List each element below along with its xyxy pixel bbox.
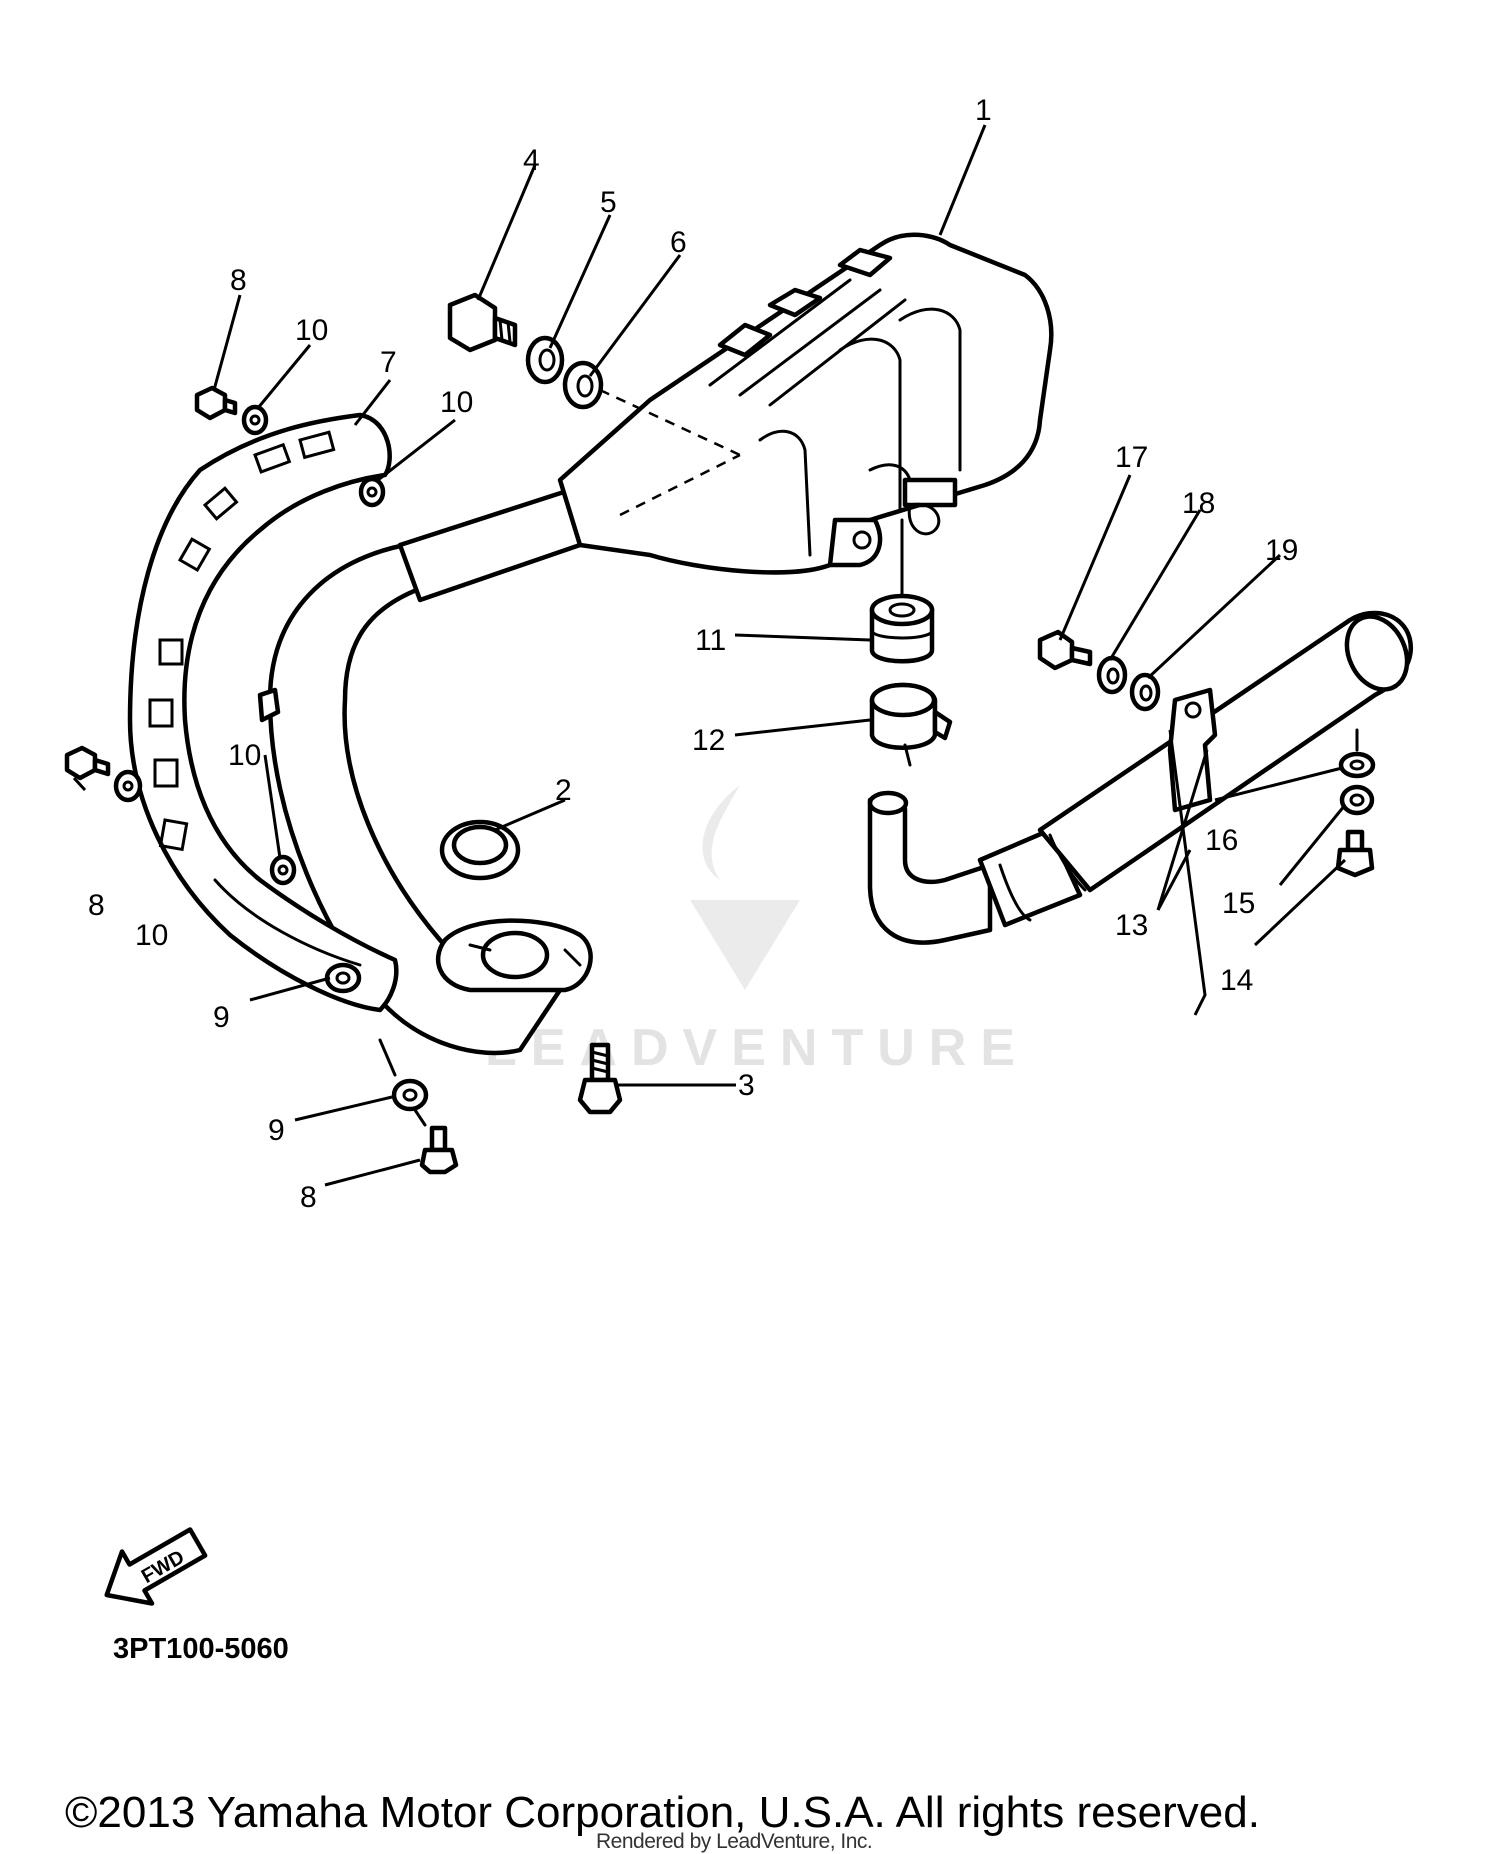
washer-part-5	[525, 335, 565, 385]
fwd-arrow-icon: FWD	[104, 1527, 208, 1606]
bolt-part-8-left	[64, 745, 111, 781]
washer-part-19	[1129, 672, 1161, 712]
washer-part-15	[1339, 784, 1375, 816]
callout-7: 7	[380, 346, 397, 379]
callout-19: 19	[1265, 534, 1298, 567]
nut-part-10-left	[113, 769, 143, 803]
rendered-by-text: Rendered by LeadVenture, Inc.	[596, 1830, 873, 1853]
callout-8-top: 8	[230, 264, 247, 297]
pipe-flange	[435, 918, 593, 993]
callout-17: 17	[1115, 441, 1148, 474]
callout-3: 3	[738, 1069, 755, 1102]
callout-4: 4	[523, 144, 540, 177]
washer-part-16	[1338, 751, 1376, 779]
watermark-text: LEADVENTURE	[485, 1019, 1030, 1077]
diagram-code: 3PT100-5060	[113, 1633, 289, 1665]
callout-12: 12	[692, 724, 725, 757]
washer-part-9-lower	[391, 1078, 429, 1112]
nut-part-10-upper-right	[358, 476, 386, 508]
callout-10-upper-right: 10	[440, 386, 473, 419]
gasket-part-2	[439, 819, 521, 881]
bolt-part-4	[447, 292, 518, 353]
callout-6: 6	[670, 226, 687, 259]
callout-2: 2	[555, 774, 572, 807]
callout-5: 5	[600, 186, 617, 219]
callout-13: 13	[1115, 909, 1148, 942]
clamp-part-12	[869, 682, 953, 767]
callout-16: 16	[1205, 824, 1238, 857]
callout-10-middle: 10	[228, 739, 261, 772]
callout-8-bottom: 8	[300, 1181, 317, 1214]
exhaust-pipe-part-1	[257, 232, 1054, 1056]
watermark-logo	[690, 785, 800, 990]
callout-10-left: 10	[135, 919, 168, 952]
nut-part-10-middle	[269, 854, 297, 886]
washer-part-9-upper	[324, 962, 362, 994]
callout-15: 15	[1222, 887, 1255, 920]
washer-part-18	[1096, 655, 1128, 695]
leader-lines	[72, 124, 1347, 1187]
callout-labels: 1 2 3 4 5 6 7 8 8 8 9 9 10 10 10 10 11 1…	[88, 94, 1298, 1214]
callout-11: 11	[695, 624, 726, 657]
callout-10-top: 10	[295, 314, 328, 347]
grommet-part-11	[869, 593, 935, 664]
callout-14: 14	[1220, 964, 1253, 997]
callout-1: 1	[975, 94, 992, 127]
bolt-part-8-top	[194, 385, 238, 421]
bolt-part-8-bottom	[419, 1125, 459, 1175]
protector-part-7	[127, 412, 399, 1013]
callout-8-left: 8	[88, 889, 105, 922]
callout-18: 18	[1182, 487, 1215, 520]
callout-9-upper: 9	[213, 1001, 230, 1034]
bolt-part-17	[1037, 629, 1093, 671]
copyright-text: ©2013 Yamaha Motor Corporation, U.S.A. A…	[65, 1788, 1260, 1837]
bolt-part-3	[577, 1042, 623, 1115]
muffler-part-13	[867, 610, 1414, 945]
bolt-part-14	[1335, 829, 1375, 878]
callout-9-lower: 9	[268, 1114, 285, 1147]
nut-part-10-top	[241, 404, 269, 436]
